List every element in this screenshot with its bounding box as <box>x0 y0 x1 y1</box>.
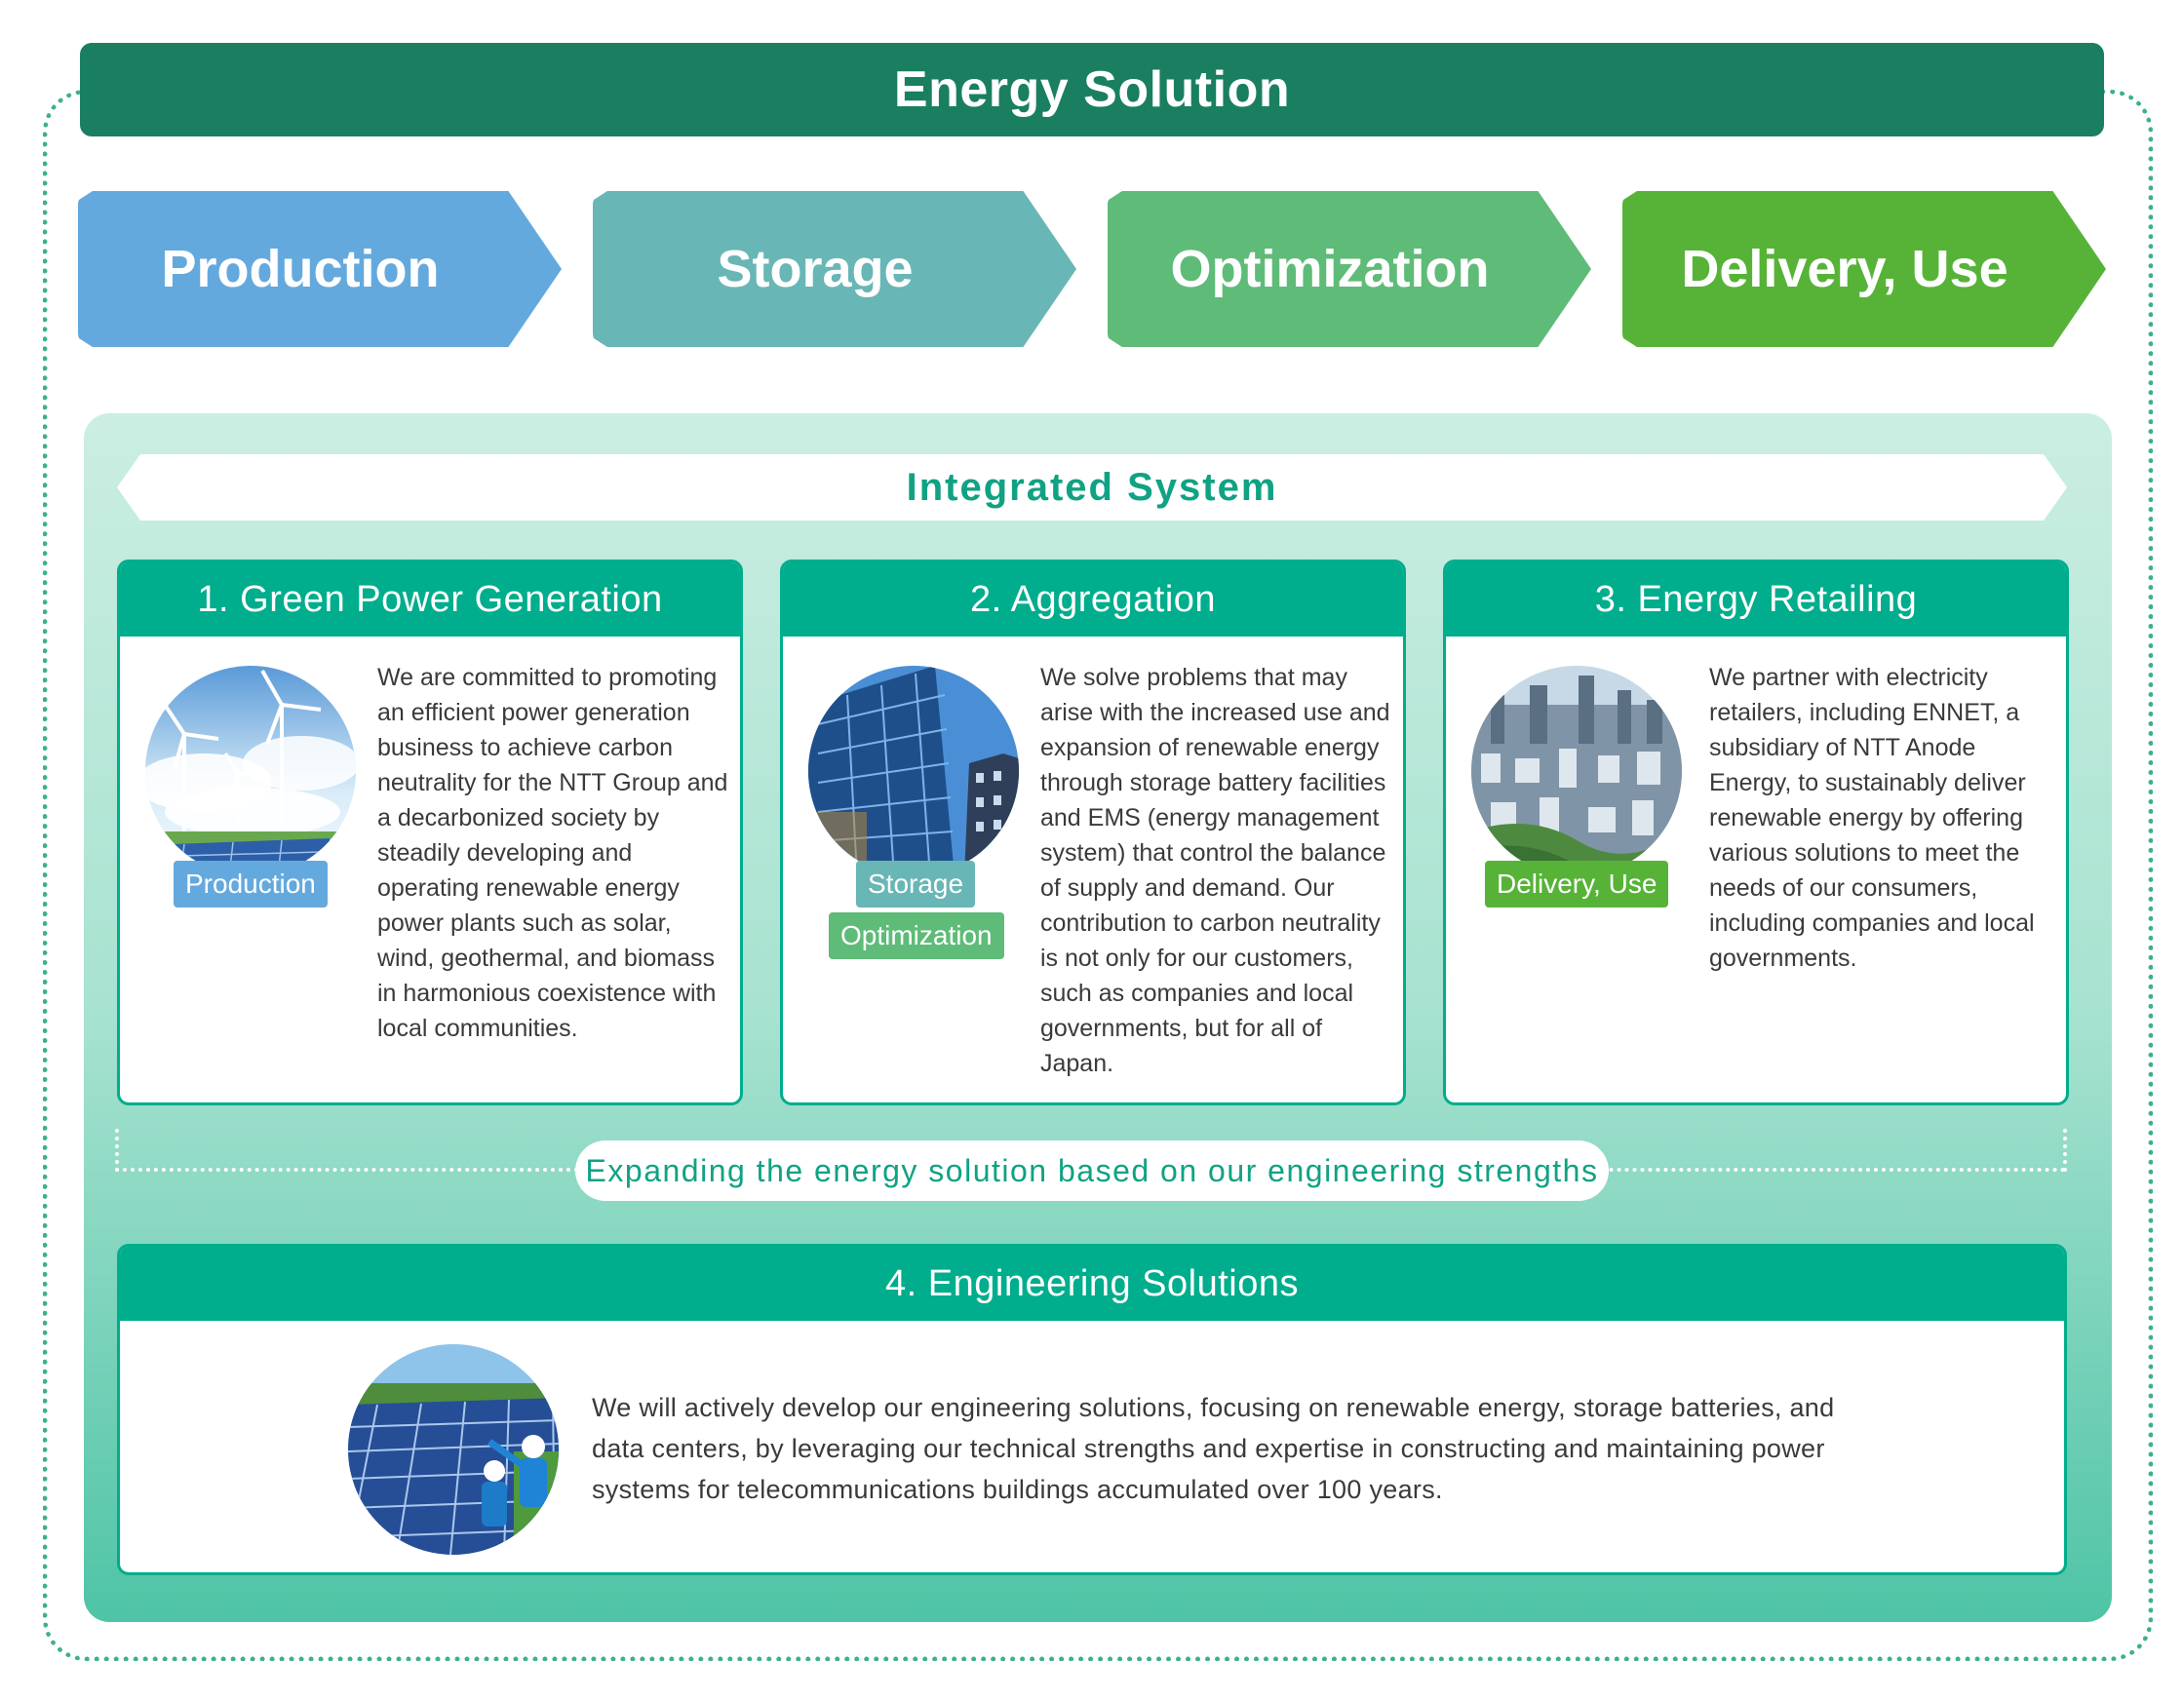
card-title: 3. Energy Retailing <box>1594 578 1918 620</box>
flow-label: Production <box>161 240 440 298</box>
card-header: 4. Engineering Solutions <box>120 1247 2064 1321</box>
card-header: 2. Aggregation <box>783 562 1403 637</box>
card-description: We partner with electricity retailers, i… <box>1709 664 2035 972</box>
city-skyline-photo-icon <box>1471 666 1682 876</box>
tag-production: Production <box>174 861 328 908</box>
expanding-label: Expanding the energy solution based on o… <box>585 1152 1599 1188</box>
title-bar: Energy Solution <box>80 43 2104 136</box>
card-header: 3. Energy Retailing <box>1446 562 2066 637</box>
office-building-photo-icon <box>808 666 1019 876</box>
flow-label: Optimization <box>1170 240 1490 298</box>
card-energy-retailing: 3. Energy Retailing Delivery, Use We par… <box>1443 560 2069 1105</box>
flow-label: Storage <box>717 240 914 298</box>
card-title: 1. Green Power Generation <box>197 578 663 620</box>
integrated-system-banner: Integrated System <box>117 454 2067 521</box>
wind-solar-photo-icon <box>145 666 356 876</box>
flow-label: Delivery, Use <box>1681 240 2008 298</box>
page-title: Energy Solution <box>893 61 1291 118</box>
flow-arrow-storage: Storage <box>593 191 1076 347</box>
tag-delivery-use: Delivery, Use <box>1485 861 1669 908</box>
integrated-system-title: Integrated System <box>906 465 1278 509</box>
flow-arrow-production: Production <box>78 191 562 347</box>
card-header: 1. Green Power Generation <box>120 562 740 637</box>
card-green-power: 1. Green Power Generation <box>117 560 743 1105</box>
engineering-description: We will actively develop our engineering… <box>592 1393 1835 1504</box>
flow-arrow-delivery: Delivery, Use <box>1622 191 2106 347</box>
card-engineering-solutions: 4. Engineering Solutions We will activel… <box>117 1244 2067 1575</box>
expanding-label-pill: Expanding the energy solution based on o… <box>575 1140 1609 1201</box>
card-title: 4. Engineering Solutions <box>885 1262 1299 1304</box>
solar-workers-photo-icon <box>348 1344 559 1555</box>
tag-storage: Storage <box>856 861 976 908</box>
tag-optimization: Optimization <box>829 912 1004 959</box>
card-description: We solve problems that may arise with th… <box>1040 664 1390 1077</box>
card-title: 2. Aggregation <box>969 578 1217 620</box>
card-description: We are committed to promoting an efficie… <box>377 664 728 1042</box>
flow-arrow-optimization: Optimization <box>1108 191 1591 347</box>
card-aggregation: 2. Aggregation Storage Optimization We s… <box>780 560 1406 1105</box>
